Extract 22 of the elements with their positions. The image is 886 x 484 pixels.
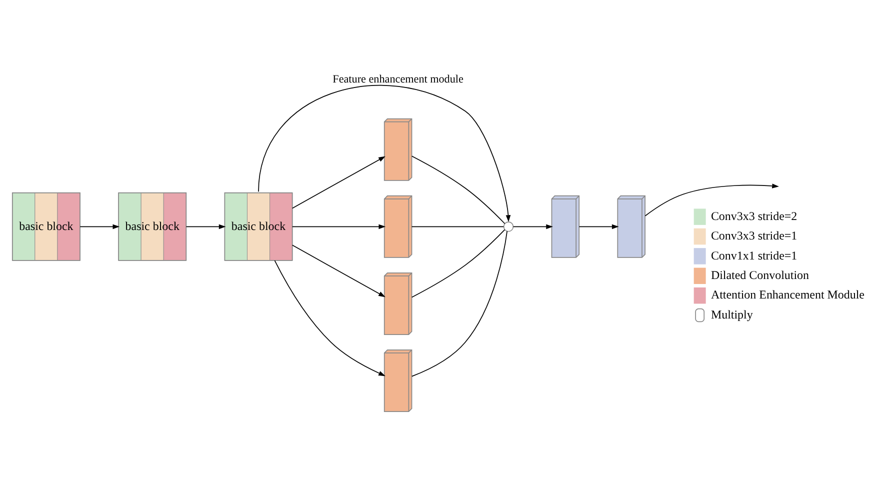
arrow (292, 224, 386, 229)
arrow (292, 244, 386, 297)
connector (412, 230, 508, 376)
legend-label: Dilated Convolution (710, 268, 810, 282)
legend-label: Attention Enhancement Module (710, 287, 865, 302)
arrow (80, 224, 120, 229)
arrow (292, 156, 386, 208)
connector (411, 228, 506, 298)
arrow (644, 183, 779, 216)
edge-label: Feature enhancement module (332, 72, 464, 85)
arrow (274, 260, 386, 376)
arrow (512, 224, 553, 229)
arrow (186, 224, 226, 229)
legend-label: Conv1x1 stride=1 (710, 248, 798, 262)
connector (411, 155, 506, 224)
connector (411, 226, 504, 227)
arrow (258, 84, 511, 222)
legend-label: Multiply (710, 306, 753, 321)
arrow (578, 224, 619, 229)
node-circle (503, 221, 514, 232)
legend-label: Conv3x3 stride=1 (710, 228, 798, 242)
legend-label: Conv3x3 stride=2 (710, 208, 798, 222)
